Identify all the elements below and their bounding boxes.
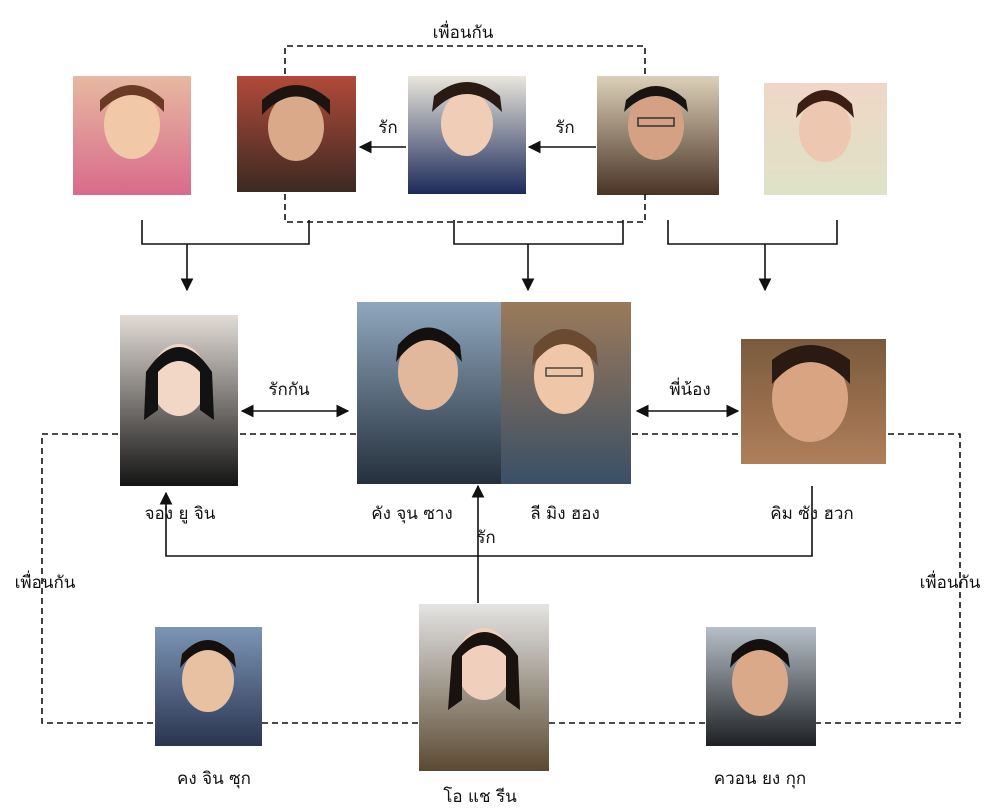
photo-kang-jun-sang xyxy=(357,302,501,484)
photo-parent-4 xyxy=(597,76,719,195)
parent-connector-middle xyxy=(453,220,624,292)
friends-right-dashed-connector xyxy=(240,433,961,724)
photo-kim-sang-hyeok xyxy=(741,339,886,464)
photo-kong-jin-suk xyxy=(155,627,262,746)
label-friends-right: เพื่อนกัน xyxy=(920,570,981,593)
label-love-2: รัก xyxy=(555,118,574,138)
label-friends-top: เพื่อนกัน xyxy=(433,20,494,43)
label-love-1: รัก xyxy=(378,118,397,138)
friends-left-dashed-connector xyxy=(41,433,419,724)
name-kang-jun-sang: คัง จุน ซาง xyxy=(371,504,452,524)
photo-parent-2 xyxy=(237,76,356,192)
name-kwon-yong-guk: ควอน ยง กุก xyxy=(714,769,806,789)
name-jeong-yu-jin: จอง ยู จิน xyxy=(145,504,216,524)
love-bottom-connector xyxy=(159,484,813,603)
label-mutual-love: รักกัน xyxy=(268,380,310,400)
label-love-bottom: รัก xyxy=(476,528,495,548)
name-kong-jin-suk: คง จิน ซุก xyxy=(177,769,251,789)
photo-parent-5 xyxy=(764,83,887,195)
name-kim-sang-hyeok: คิม ซัง ฮวก xyxy=(770,504,853,524)
parent-connector-left xyxy=(141,220,310,292)
photo-parent-1 xyxy=(73,76,191,195)
label-friends-left: เพื่อนกัน xyxy=(15,570,76,593)
name-lee-min-hyeong: ลี มิง ฮอง xyxy=(530,504,600,524)
photo-kwon-yong-guk xyxy=(706,627,816,746)
photo-jeong-yu-jin xyxy=(120,315,238,486)
name-oh-chae-rin: โอ แช รีน xyxy=(443,786,517,807)
parent-connector-right xyxy=(667,220,838,292)
photo-lee-min-hyeong xyxy=(501,302,631,484)
photo-parent-3 xyxy=(408,76,526,194)
friends-top-dashed-connector xyxy=(284,45,646,223)
photo-oh-chae-rin xyxy=(419,604,549,771)
label-siblings: พี่น้อง xyxy=(669,377,710,400)
